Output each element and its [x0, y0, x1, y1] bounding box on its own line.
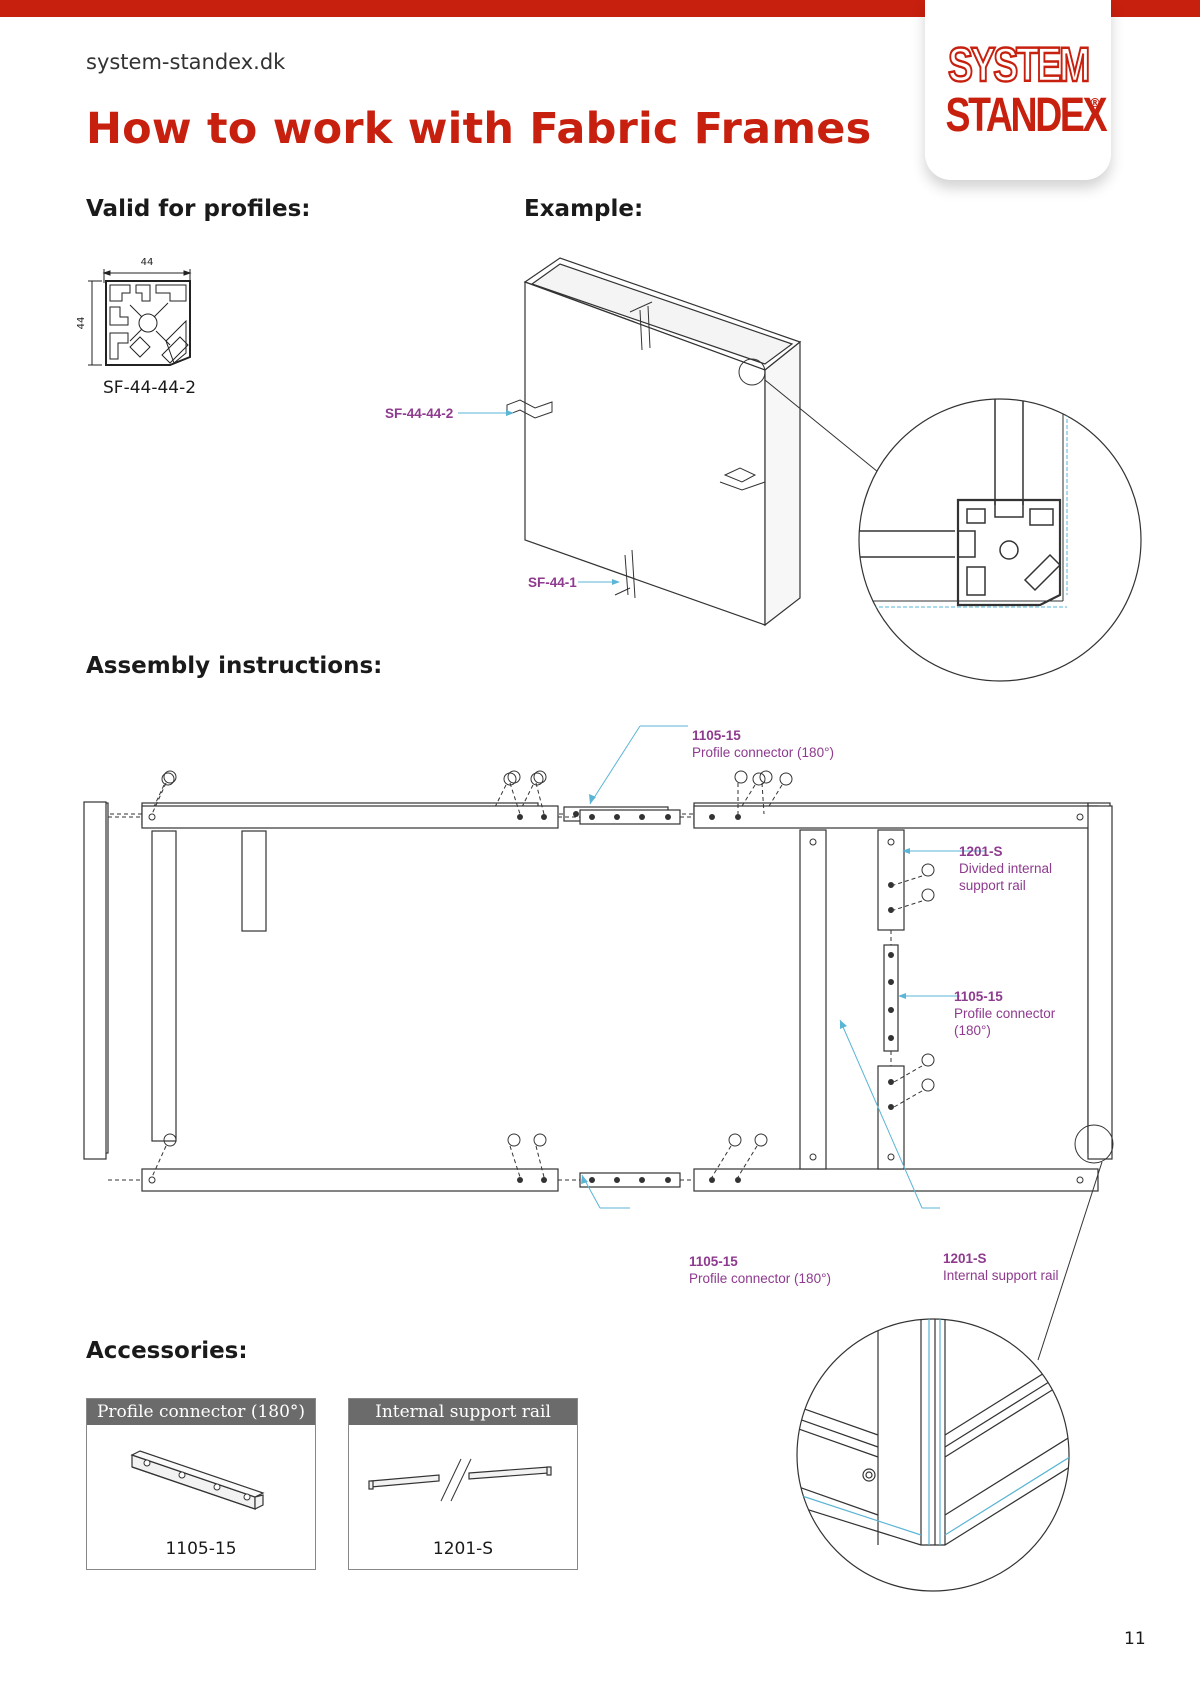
- section-example: Example:: [524, 196, 644, 222]
- section-valid-for-profiles: Valid for profiles:: [86, 196, 311, 222]
- accessory-title: Profile connector (180°): [87, 1399, 315, 1425]
- example-callout-connector: SF-44-1: [528, 575, 577, 590]
- accessory-code: 1201-S: [432, 1539, 494, 1559]
- accessory-code: 1105-15: [165, 1539, 237, 1559]
- internal-support-rail-illustration: [368, 1458, 552, 1502]
- accessory-card-profile-connector[interactable]: Profile connector (180°) 1105-15: [86, 1398, 316, 1570]
- leader-line-connector: [578, 579, 620, 585]
- top-brand-bar: [0, 0, 1200, 17]
- rail-detail-magnified: [796, 1318, 1070, 1592]
- logo-word-standex: STANDEX: [945, 89, 1107, 142]
- example-callout-profile: SF-44-44-2: [385, 406, 454, 421]
- profile-name-label: SF-44-44-2: [103, 378, 197, 398]
- page-number: 11: [1124, 1629, 1146, 1649]
- profile-cross-section-drawing: 44 44: [76, 257, 192, 366]
- page-title: How to work with Fabric Frames: [86, 104, 872, 154]
- assembly-drawing-lower: [83, 725, 1114, 1361]
- section-assembly-instructions: Assembly instructions:: [86, 653, 383, 679]
- accessory-title: Internal support rail: [349, 1399, 577, 1425]
- logo-registered-mark: ®: [1089, 96, 1101, 110]
- logo-word-system: SYSTEM: [947, 39, 1091, 92]
- accessory-card-internal-support-rail[interactable]: Internal support rail 1201-S: [348, 1398, 578, 1570]
- profile-dimension-top: 44: [141, 257, 154, 268]
- website-url[interactable]: system-standex.dk: [86, 50, 286, 74]
- example-frame-drawing: [506, 257, 879, 627]
- profile-dimension-side: 44: [76, 317, 87, 330]
- system-standex-logo: SYSTEM STANDEX ®: [925, 0, 1111, 180]
- profile-connector-illustration: [130, 1450, 265, 1510]
- section-accessories: Accessories:: [86, 1338, 248, 1364]
- leader-line-profile: [458, 410, 514, 416]
- corner-detail-magnified: [858, 398, 1142, 682]
